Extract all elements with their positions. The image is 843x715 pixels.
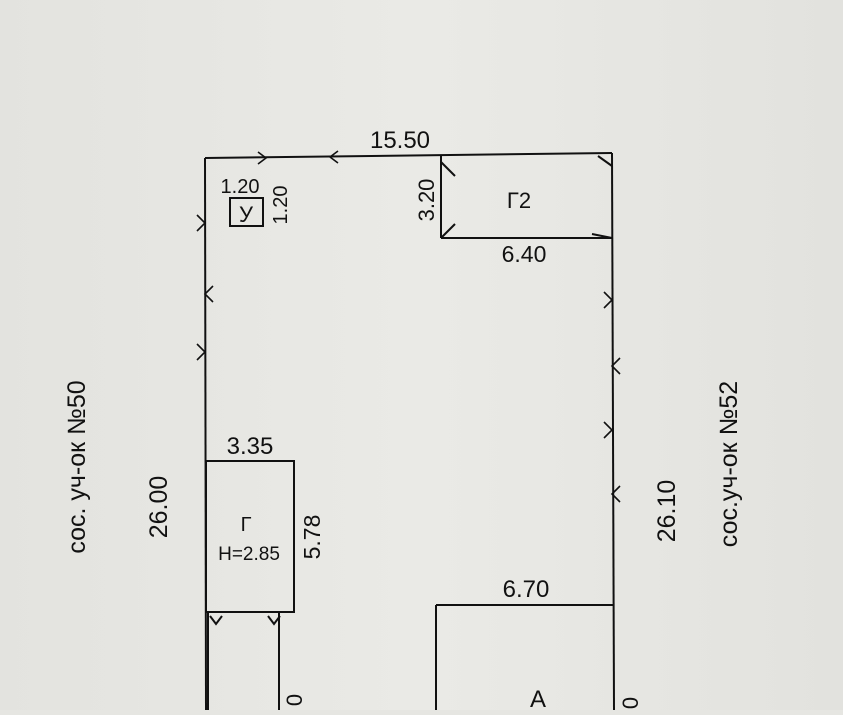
toilet-depth-dim: 1.20 — [270, 186, 292, 225]
house-a-outline — [435, 604, 614, 710]
house-a-label: А — [530, 686, 546, 710]
neighbor-right-label: сос.уч-ок №52 — [715, 381, 743, 547]
lower-structure-dim-partial: 0 — [282, 694, 307, 706]
toilet-label: У — [239, 202, 254, 227]
building-g-height-note: Н=2.85 — [218, 544, 280, 565]
building-g2-width-dim: 6.40 — [502, 241, 547, 267]
building-g2-label: Г2 — [507, 188, 531, 213]
toilet-width-dim: 1.20 — [221, 176, 260, 198]
left-side-dim: 26.00 — [145, 476, 173, 539]
building-g-width-dim: 3.35 — [227, 433, 274, 460]
fence-marks — [196, 150, 621, 503]
house-a-dim-partial: 0 — [618, 697, 643, 709]
right-side-dim: 26.10 — [653, 480, 681, 543]
building-g-depth-dim: 5.78 — [299, 515, 325, 560]
toilet-outline — [229, 197, 264, 227]
building-g2-height-dim: 3.20 — [414, 179, 439, 222]
building-g2-outline — [440, 155, 613, 239]
neighbor-left-label: сос. уч-ок №50 — [63, 380, 91, 553]
house-a-width-dim: 6.70 — [503, 576, 550, 603]
top-width-dim: 15.50 — [370, 127, 430, 154]
plot-boundary — [204, 152, 615, 711]
lower-structure-outline — [207, 612, 281, 710]
building-g-outline — [205, 460, 295, 613]
building-g-label: Г — [241, 514, 252, 536]
